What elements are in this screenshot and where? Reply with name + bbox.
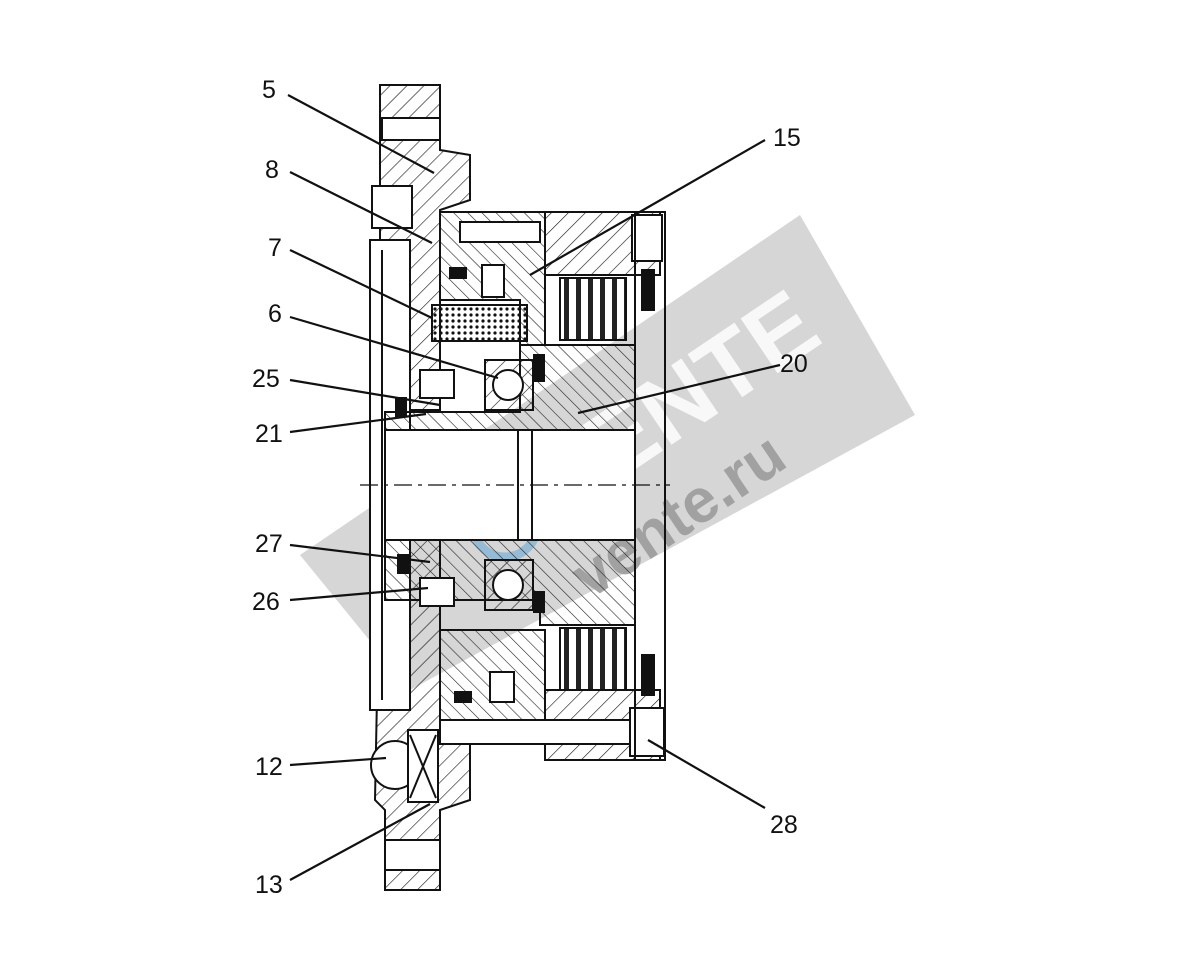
leader-7 (289, 249, 433, 319)
brush-holder-bottom (419, 577, 455, 607)
screw-head-top (371, 185, 413, 229)
part-label-25: 25 (252, 365, 280, 393)
disc-pack-top (559, 277, 627, 341)
leader-12 (289, 756, 387, 767)
bolt-bottom-shank (439, 719, 631, 745)
leader-13 (289, 803, 431, 881)
part-label-13: 13 (255, 871, 283, 899)
part-labels: 5 8 7 6 25 21 27 26 12 13 15 20 28 (252, 76, 808, 899)
cover-seal-top (641, 269, 655, 311)
part-label-20: 20 (780, 350, 808, 378)
part-label-7: 7 (268, 234, 282, 262)
part-label-5: 5 (262, 76, 276, 104)
terminal-cross (409, 734, 437, 799)
snap-ring-top (533, 354, 545, 382)
leader-28 (647, 739, 766, 809)
leader-5 (287, 94, 435, 174)
bolt-head-top (631, 214, 663, 262)
snap-ring-bottom (533, 591, 545, 613)
leader-21 (289, 412, 427, 434)
armature-key-bottom (489, 671, 515, 703)
part-label-21: 21 (255, 420, 283, 448)
cover-seal-bottom (641, 654, 655, 696)
bearing-ball-bottom (492, 569, 524, 601)
part-label-15: 15 (773, 124, 801, 152)
bearing-ball-top (492, 369, 524, 401)
leader-25 (289, 378, 441, 407)
cover-plate (634, 211, 666, 761)
coil-seal-top (449, 267, 467, 279)
part-label-27: 27 (255, 530, 283, 558)
flange-slot-bottom (384, 839, 441, 871)
bolt-top (459, 221, 541, 243)
part-label-8: 8 (265, 156, 279, 184)
leader-lines (287, 94, 781, 881)
leader-26 (289, 586, 429, 602)
flange-slot-top (381, 117, 441, 141)
part-label-6: 6 (268, 300, 282, 328)
leader-27 (289, 543, 431, 564)
leader-15 (529, 139, 766, 276)
brush-holder-top (419, 369, 455, 399)
seal-ring-bottom (397, 554, 409, 574)
leader-6 (289, 315, 499, 380)
part-label-12: 12 (255, 753, 283, 781)
armature-key-top (481, 264, 505, 298)
leader-20 (577, 363, 781, 415)
leader-8 (289, 171, 433, 244)
seal-ring-top (395, 397, 407, 417)
part-label-28: 28 (770, 811, 798, 839)
coil-seal-bottom (454, 691, 472, 703)
disc-pack-bottom (559, 627, 627, 691)
clutch-cross-section (360, 84, 670, 891)
coil-winding (431, 304, 528, 342)
part-label-26: 26 (252, 588, 280, 616)
